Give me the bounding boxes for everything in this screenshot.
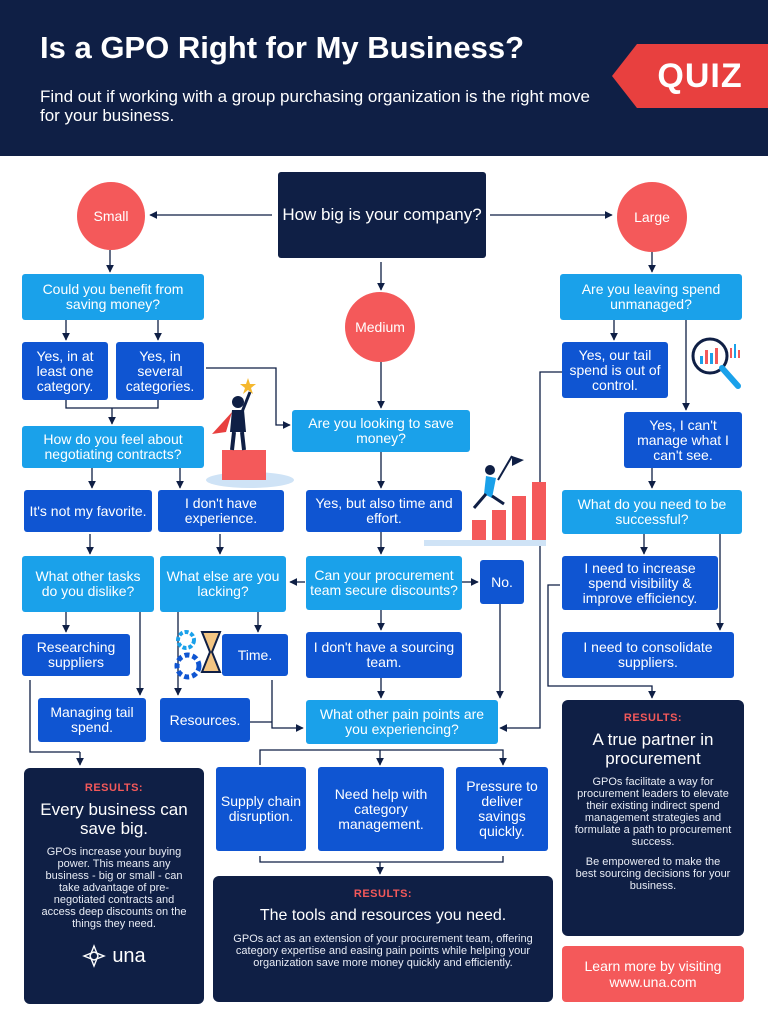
small-question-negotiating: How do you feel about negotiating contra… [22,426,204,468]
small-answer-researching: Researching suppliers [22,634,130,676]
small-answer-tail-spend: Managing tail spend. [38,698,146,742]
medium-answer-time-effort: Yes, but also time and effort. [306,490,462,532]
medium-answer-category-mgmt: Need help with category management. [318,767,444,851]
medium-question-save: Are you looking to save money? [292,410,470,452]
size-medium-circle: Medium [345,292,415,362]
medium-answer-savings-pressure: Pressure to deliver savings quickly. [456,767,548,851]
start-question: How big is your company? [278,172,486,258]
small-answer-one-category: Yes, in at least one category. [22,342,108,400]
result-medium-label: RESULTS: [353,888,413,900]
result-large-body-2: Be empowered to make the best sourcing d… [575,856,731,892]
medium-answer-no: No. [480,560,524,604]
gears-hourglass-icon [174,630,222,680]
result-large-body-1: GPOs facilitate a way for procurement le… [574,776,732,848]
page-subtitle: Find out if working with a group purchas… [40,87,590,125]
small-answer-not-favorite: It's not my favorite. [24,490,152,532]
una-logo-icon [82,944,107,968]
result-large-card: RESULTS: A true partner in procurement G… [562,700,744,936]
magnifier-chart-icon [691,337,741,389]
small-answer-resources: Resources. [160,698,250,742]
large-answer-cant-see: Yes, I can't manage what I can't see. [624,412,742,468]
learn-more-button[interactable]: Learn more by visiting www.una.com [562,946,744,1002]
size-small-circle: Small [77,182,145,250]
una-logo-text: una [112,944,146,967]
result-large-label: RESULTS: [623,712,683,724]
medium-question-discounts: Can your procurement team secure discoun… [306,556,462,610]
result-small-title: Every business can save big. [40,800,188,838]
small-answer-no-experience: I don't have experience. [158,490,284,532]
winner-podium-illustration [206,378,294,488]
quiz-badge: QUIZ [612,44,768,108]
large-question-success: What do you need to be successful? [562,490,742,534]
result-small-card: RESULTS: Every business can save big. GP… [24,768,204,1004]
small-question-saving: Could you benefit from saving money? [22,274,204,320]
result-medium-card: RESULTS: The tools and resources you nee… [213,876,553,1002]
large-answer-consolidate: I need to consolidate suppliers. [562,632,734,678]
medium-answer-no-sourcing: I don't have a sourcing team. [306,632,462,678]
small-question-other-tasks: What other tasks do you dislike? [22,556,154,612]
growth-bars-illustration [424,455,546,546]
result-large-title: A true partner in procurement [592,730,714,768]
large-answer-tail-spend: Yes, our tail spend is out of control. [562,342,668,398]
result-medium-title: The tools and resources you need. [259,907,507,924]
large-question-unmanaged: Are you leaving spend unmanaged? [560,274,742,320]
medium-answer-supply-chain: Supply chain disruption. [216,767,306,851]
large-answer-visibility: I need to increase spend visibility & im… [562,556,718,610]
size-large-circle: Large [617,182,687,252]
small-question-lacking: What else are you lacking? [160,556,286,612]
result-medium-body: GPOs act as an extension of your procure… [233,933,533,969]
small-answer-time: Time. [222,634,288,676]
page-title: Is a GPO Right for My Business? [40,30,525,65]
medium-question-pain-points: What other pain points are you experienc… [306,700,498,744]
small-answer-several-categories: Yes, in several categories. [116,342,204,400]
result-small-label: RESULTS: [84,782,144,794]
una-logo: una [36,944,192,968]
result-small-body: GPOs increase your buying power. This me… [41,846,187,930]
